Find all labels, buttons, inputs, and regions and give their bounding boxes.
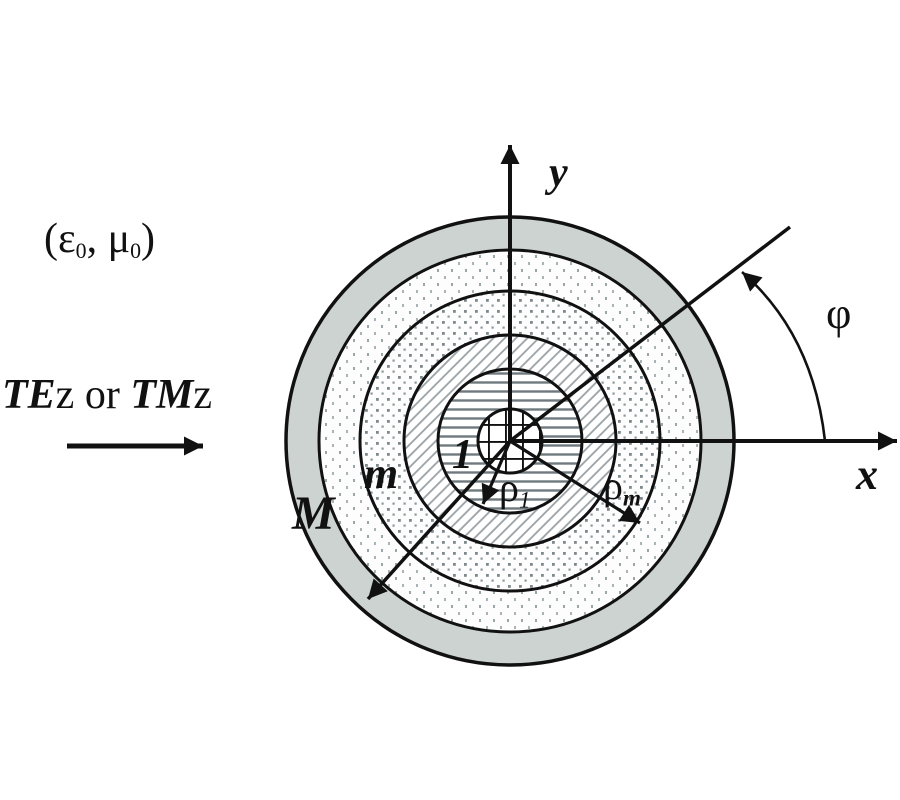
layer-1-label: 1 bbox=[452, 432, 473, 478]
y-axis-label: y bbox=[549, 150, 568, 196]
phi-reference-line bbox=[508, 225, 792, 443]
outer-medium-label: (ε0, μ0) bbox=[44, 216, 156, 264]
phi-angle-label: φ bbox=[826, 289, 852, 338]
phi-angle-arc bbox=[741, 271, 827, 442]
rho-M-arrow bbox=[366, 439, 512, 601]
rho-m-arrow bbox=[509, 439, 641, 525]
layer-m-label: m bbox=[364, 449, 399, 498]
rho-1-arrow bbox=[481, 440, 512, 505]
rho-m-label: ρm bbox=[603, 463, 642, 512]
incident-polarization-label: TEz or TMz bbox=[2, 372, 212, 418]
rho-1-label: ρ1 bbox=[499, 465, 531, 514]
x-axis-label: x bbox=[856, 450, 878, 499]
layer-M-label: M bbox=[292, 487, 335, 540]
